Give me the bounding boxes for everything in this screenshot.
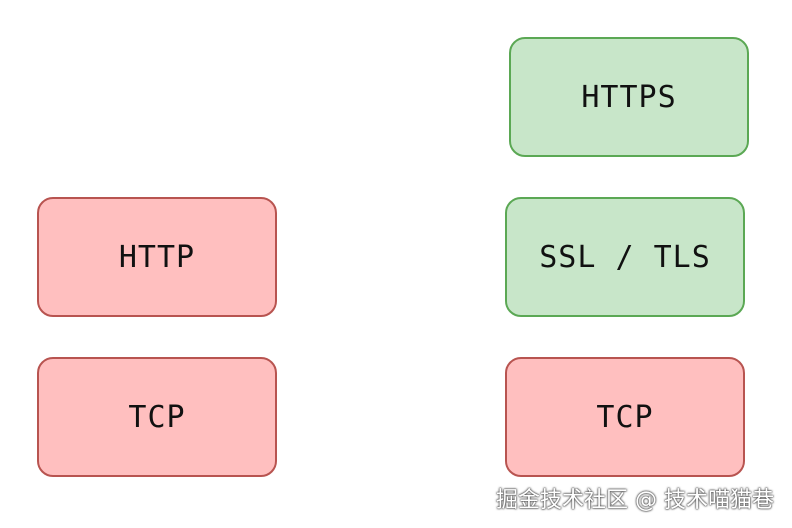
https-layer-label: HTTPS bbox=[581, 79, 677, 115]
tcp-layer-label-left: TCP bbox=[128, 399, 186, 435]
http-layer-label: HTTP bbox=[118, 239, 196, 275]
ssl-tls-layer-box: SSL / TLS bbox=[505, 197, 745, 317]
ssl-tls-layer-label: SSL / TLS bbox=[539, 239, 711, 275]
https-layer-box: HTTPS bbox=[509, 37, 749, 157]
tcp-layer-label-right: TCP bbox=[596, 399, 654, 435]
tcp-layer-box-right: TCP bbox=[505, 357, 745, 477]
watermark: 掘金技术社区 @ 技术喵猫巷 bbox=[496, 488, 774, 513]
tcp-layer-box-left: TCP bbox=[37, 357, 277, 477]
http-layer-box: HTTP bbox=[37, 197, 277, 317]
